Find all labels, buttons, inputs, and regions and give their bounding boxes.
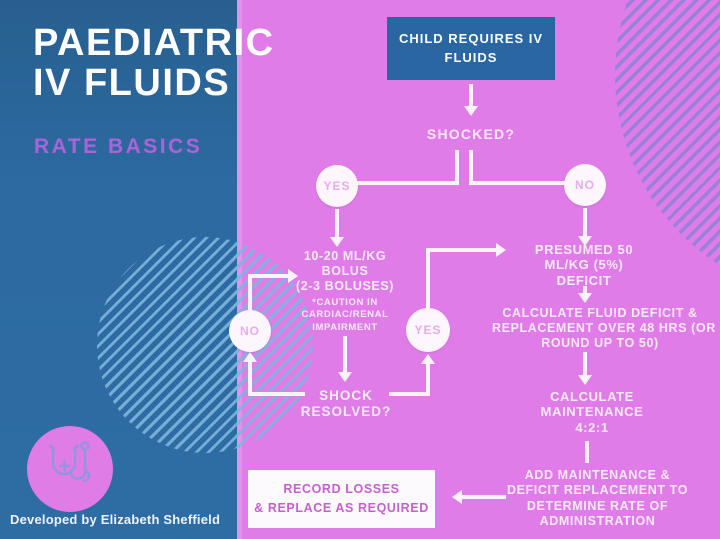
- record-line-1: RECORD LOSSES: [283, 482, 400, 497]
- add-maint-line-2: DEFICIT REPLACEMENT TO: [506, 483, 689, 498]
- decision-circle-yes-shocked: YES: [316, 165, 358, 207]
- flow-node-add-maintenance: ADD MAINTENANCE & DEFICIT REPLACEMENT TO…: [500, 468, 695, 529]
- arrowhead-down-icon: [338, 372, 352, 382]
- add-maint-line-4: ADMINISTRATION: [539, 513, 656, 528]
- loop-line-no-right: [248, 274, 288, 278]
- arrowhead-down-icon: [578, 293, 592, 303]
- arrowhead-down-icon: [464, 106, 478, 116]
- arrowhead-down-icon: [330, 237, 344, 247]
- flow-node-bolus-caution: *CAUTION IN CARDIAC/RENAL IMPAIRMENT: [270, 297, 420, 334]
- decision-circle-no-shocked: NO: [564, 164, 606, 206]
- branch-stub-right: [469, 150, 473, 185]
- credit-text: Developed by Elizabeth Sheffield: [10, 512, 221, 527]
- record-line-2: & REPLACE AS REQUIRED: [254, 501, 429, 515]
- branch-line-to-yes: [357, 181, 459, 185]
- yes-label: YES: [414, 323, 442, 337]
- calc-deficit-line-3: ROUND UP TO 50): [541, 335, 659, 350]
- bolus-line-2: BOLUS: [321, 263, 369, 278]
- caution-line-3: IMPAIRMENT: [312, 321, 378, 333]
- calc-maint-line-3: 4:2:1: [575, 419, 609, 435]
- flow-question-shock-resolved: SHOCK RESOLVED?: [286, 388, 406, 420]
- calc-maint-line-2: MAINTENANCE: [540, 404, 644, 420]
- yes-label: YES: [323, 179, 351, 193]
- arrow-yes-to-bolus: [335, 209, 339, 237]
- arrow-bolus-to-shockresolved: [343, 336, 347, 372]
- arrow-presumed-to-calc: [583, 286, 587, 294]
- title-line-2: IV FLUIDS: [33, 61, 231, 104]
- arrowhead-down-icon: [578, 236, 592, 246]
- decision-circle-no-resolved: NO: [229, 310, 271, 352]
- shocked-label: SHOCKED?: [426, 126, 516, 142]
- flow-node-bolus: 10-20 ML/KG BOLUS (2-3 BOLUSES): [270, 249, 420, 293]
- arrowhead-down-icon: [578, 375, 592, 385]
- loop-branch-stub-right: [426, 364, 430, 396]
- decision-circle-yes-resolved: YES: [406, 308, 450, 352]
- title-line-1: PAEDIATRIC: [33, 22, 275, 64]
- arrowhead-up-icon: [243, 352, 257, 362]
- arrowhead-up-icon: [421, 354, 435, 364]
- flow-question-shocked: SHOCKED?: [411, 126, 531, 143]
- loop-line-no-up: [248, 277, 252, 311]
- branch-stub-left: [455, 150, 459, 185]
- no-label: NO: [575, 178, 595, 192]
- arrowhead-right-icon: [496, 243, 506, 257]
- arrow-yesresolved-up: [426, 250, 430, 308]
- bolus-line-3: (2-3 BOLUSES): [295, 278, 395, 293]
- calc-maint-line-1: CALCULATE: [550, 389, 634, 404]
- presumed-line-3: DEFICIT: [556, 272, 612, 288]
- calc-deficit-line-2: REPLACEMENT OVER 48 HRS (OR: [492, 320, 716, 335]
- presumed-line-1: PRESUMED 50: [534, 242, 634, 257]
- calc-deficit-line-1: CALCULATE FLUID DEFICIT &: [502, 306, 698, 320]
- arrow-add-to-record: [462, 495, 506, 499]
- arrow-calc-to-maintenance: [583, 352, 587, 375]
- shock-resolved-line-2: RESOLVED?: [300, 403, 392, 419]
- arrow-start-to-shocked: [469, 84, 473, 106]
- presumed-line-2: ML/KG (5%): [544, 257, 624, 273]
- arrow-no-to-presumed: [583, 208, 587, 236]
- loop-branch-line-right: [389, 392, 430, 396]
- line-maintenance-to-add: [585, 441, 589, 463]
- add-maint-line-1: ADD MAINTENANCE &: [524, 468, 671, 482]
- start-line-1: CHILD REQUIRES IV: [398, 30, 544, 46]
- bolus-line-1: 10-20 ML/KG: [303, 249, 387, 263]
- caution-line-2: CARDIAC/RENAL: [301, 309, 389, 321]
- flow-node-record-losses: RECORD LOSSES & REPLACE AS REQUIRED: [248, 470, 435, 528]
- loop-branch-line-left: [248, 392, 305, 396]
- caution-line-1: *CAUTION IN: [312, 297, 378, 308]
- striped-circle-decoration-left: [97, 237, 313, 453]
- branch-line-to-no: [469, 181, 566, 185]
- arrowhead-right-icon: [288, 269, 298, 283]
- no-label: NO: [240, 324, 260, 338]
- flow-node-start: CHILD REQUIRES IV FLUIDS: [387, 17, 555, 80]
- flow-node-presumed-deficit: PRESUMED 50 ML/KG (5%) DEFICIT: [514, 242, 654, 288]
- stethoscope-icon: [48, 441, 91, 483]
- loop-branch-stub-left: [248, 362, 252, 396]
- arrow-yesresolved-right: [426, 248, 496, 252]
- start-line-2: FLUIDS: [444, 49, 498, 65]
- flow-node-calc-maintenance: CALCULATE MAINTENANCE 4:2:1: [522, 389, 662, 435]
- add-maint-line-3: DETERMINE RATE OF: [526, 498, 669, 513]
- stethoscope-logo: [27, 426, 113, 512]
- flow-node-calc-deficit: CALCULATE FLUID DEFICIT & REPLACEMENT OV…: [492, 306, 716, 350]
- arrowhead-left-icon: [452, 490, 462, 504]
- shock-resolved-line-1: SHOCK: [319, 388, 373, 403]
- page-subtitle: RATE BASICS: [34, 135, 203, 158]
- page-title: PAEDIATRIC IV FLUIDS: [33, 22, 275, 104]
